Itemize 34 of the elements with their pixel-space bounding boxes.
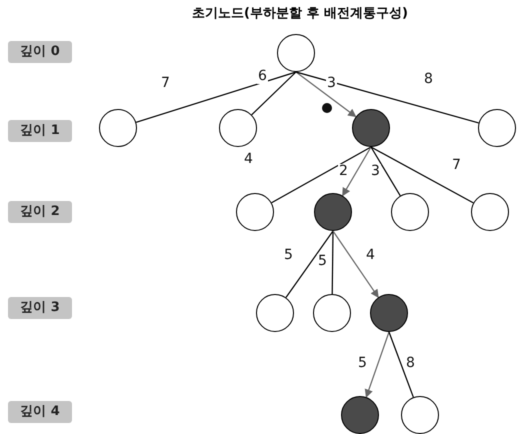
filled-circle	[370, 294, 408, 332]
circle	[236, 193, 274, 231]
arrow	[342, 146, 372, 196]
filled-circle	[314, 193, 352, 231]
depth-label: 깊이 0	[8, 41, 72, 63]
circle	[391, 193, 429, 231]
filled-circle	[341, 396, 379, 434]
circle	[99, 109, 137, 147]
edge-label: 6	[257, 69, 268, 84]
circle	[478, 109, 516, 147]
arrow	[332, 230, 379, 298]
connector-line	[251, 72, 296, 116]
connector-line	[370, 146, 401, 196]
circle	[219, 109, 257, 147]
depth-label: 깊이 1	[8, 120, 72, 142]
connector-line	[296, 71, 479, 124]
connector-line	[388, 332, 414, 398]
circle	[471, 193, 509, 231]
connector-line	[271, 146, 372, 204]
connector-line	[285, 230, 334, 298]
circle	[313, 294, 351, 332]
circle	[256, 294, 294, 332]
title: 초기노드(부하분할 후 배전계통구성)	[191, 5, 409, 22]
circle	[401, 396, 439, 434]
depth-label: 깊이 4	[8, 401, 72, 423]
filled-circle	[352, 109, 390, 147]
connector-line	[136, 71, 296, 123]
arrow	[296, 72, 356, 118]
depth-label: 깊이 3	[8, 297, 72, 319]
connector-line	[332, 231, 334, 294]
arrow	[364, 332, 390, 398]
circle	[277, 34, 315, 72]
depth-label: 깊이 2	[8, 201, 72, 223]
connector-line	[370, 146, 474, 204]
